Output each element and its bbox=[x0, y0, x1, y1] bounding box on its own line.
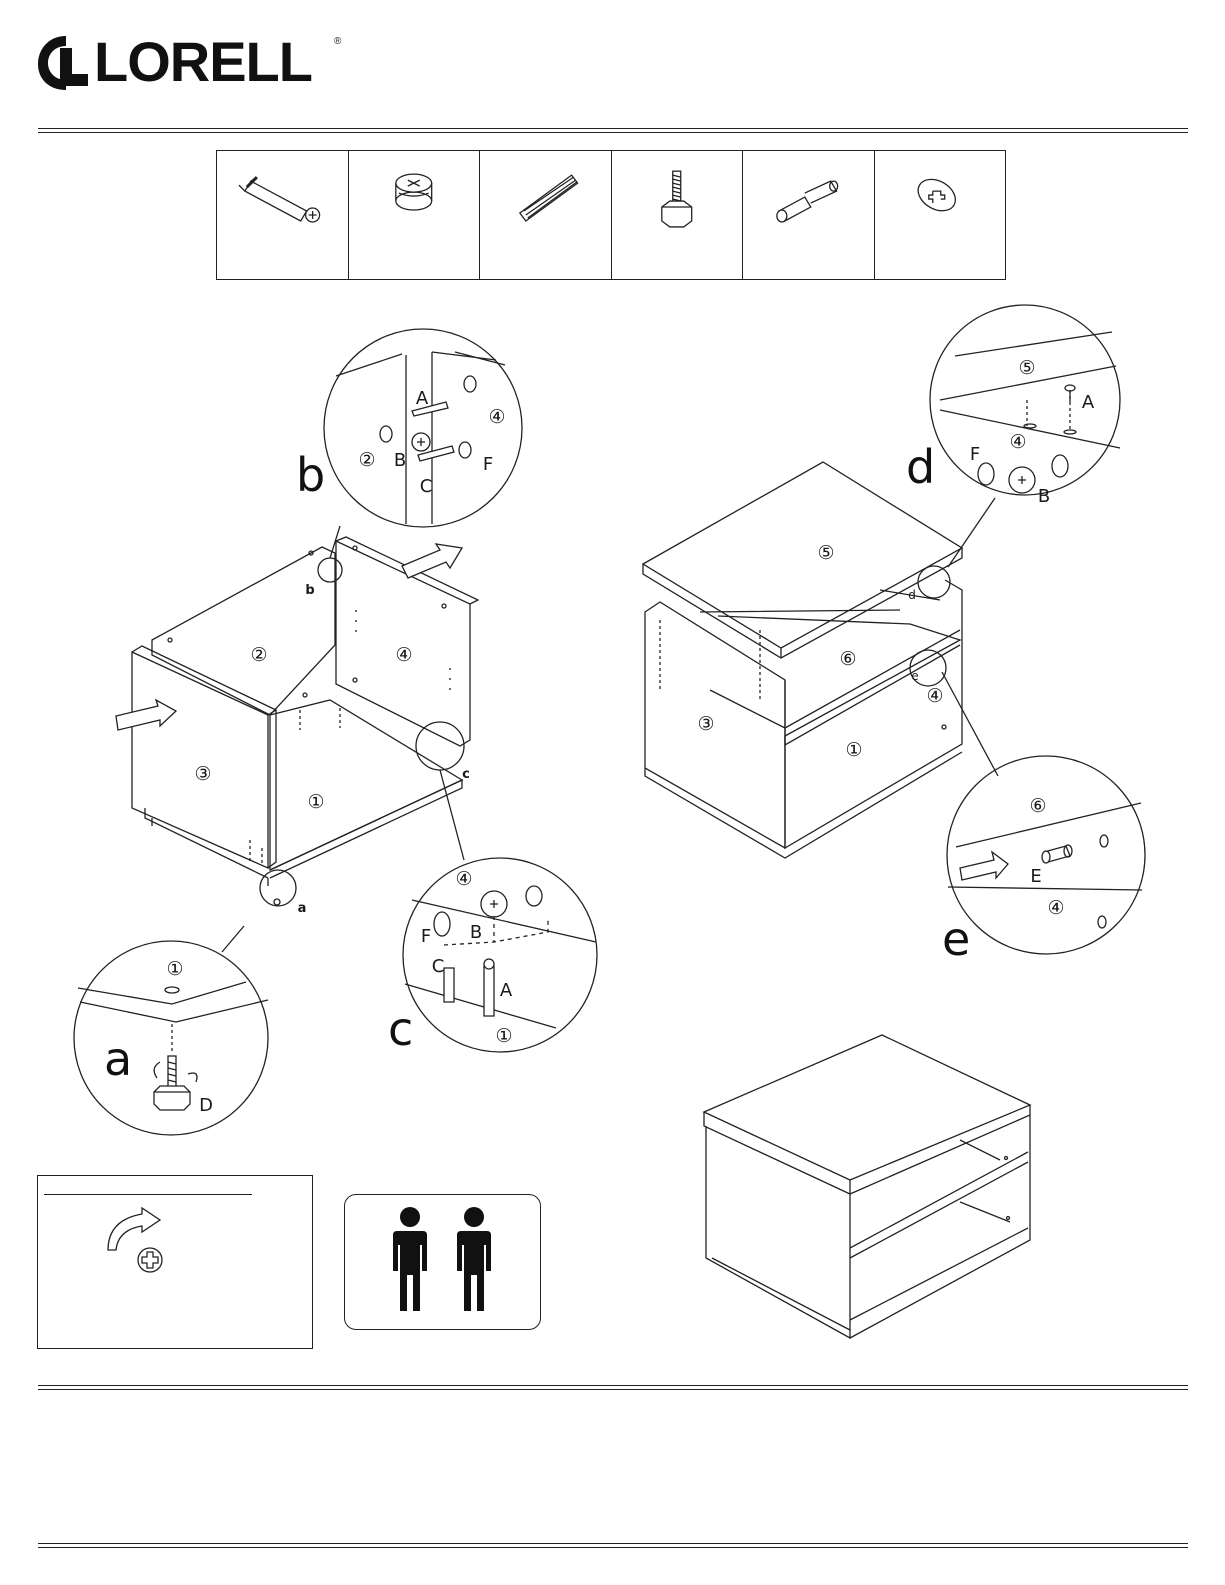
callout-mark-b: b bbox=[305, 583, 314, 598]
footer-rule-top bbox=[38, 1385, 1188, 1386]
detail-b-letter-f: F bbox=[483, 454, 493, 475]
step-label-d: d bbox=[906, 444, 935, 490]
step-label-c: c bbox=[388, 1006, 413, 1052]
detail-d-label-4: ④ bbox=[1009, 431, 1026, 453]
step-label-a: a bbox=[104, 1036, 132, 1082]
detail-c-letter-b: B bbox=[470, 922, 482, 943]
footer-rule-bottom bbox=[38, 1543, 1188, 1544]
step-label-b: b bbox=[296, 452, 325, 498]
detail-b-label-4: ④ bbox=[488, 406, 505, 428]
detail-b-letter-a: A bbox=[416, 388, 429, 409]
detail-a-letter-d: D bbox=[199, 1095, 213, 1116]
footer-rule-bottom-2 bbox=[38, 1547, 1188, 1548]
detail-a-label-1: ① bbox=[166, 958, 183, 980]
panel-label-3-right: ③ bbox=[697, 713, 714, 735]
panel-label-1-right: ① bbox=[845, 739, 862, 761]
panel-label-2: ② bbox=[250, 644, 267, 666]
detail-d-letter-a: A bbox=[1082, 392, 1095, 413]
footer-rule-top-2 bbox=[38, 1389, 1188, 1390]
tighten-instruction-box bbox=[37, 1175, 313, 1349]
detail-b-letter-b: B bbox=[394, 450, 406, 471]
callout-mark-c: c bbox=[462, 767, 470, 782]
panel-label-6-right: ⑥ bbox=[839, 648, 856, 670]
callout-mark-a: a bbox=[298, 901, 307, 916]
detail-b-letter-c: C bbox=[420, 476, 433, 497]
detail-d-letter-b: B bbox=[1038, 486, 1050, 507]
detail-e-letter-e: E bbox=[1030, 866, 1041, 887]
detail-e-label-6: ⑥ bbox=[1029, 795, 1046, 817]
two-person-assembly-icon bbox=[377, 1201, 507, 1323]
detail-c-label-4: ④ bbox=[455, 868, 472, 890]
clockwise-screwdriver-icon bbox=[98, 1200, 188, 1274]
panel-label-4: ④ bbox=[395, 644, 412, 666]
callout-mark-e: e bbox=[911, 669, 918, 683]
box-rule bbox=[44, 1194, 252, 1195]
detail-c-label-1: ① bbox=[495, 1025, 512, 1047]
two-person-box bbox=[344, 1194, 541, 1330]
detail-c-letter-c: C bbox=[432, 956, 445, 977]
detail-c-letter-a: A bbox=[500, 980, 513, 1001]
panel-label-3: ③ bbox=[194, 763, 211, 785]
step-label-e: e bbox=[942, 916, 970, 962]
detail-e-label-4: ④ bbox=[1047, 897, 1064, 919]
panel-label-4-right: ④ bbox=[926, 685, 943, 707]
panel-label-5-right: ⑤ bbox=[817, 542, 834, 564]
callout-mark-d: d bbox=[908, 588, 916, 602]
detail-c-letter-f: F bbox=[421, 926, 431, 947]
detail-b-label-2: ② bbox=[358, 449, 375, 471]
panel-label-1: ① bbox=[307, 791, 324, 813]
detail-d-label-5: ⑤ bbox=[1018, 357, 1035, 379]
detail-d-letter-f: F bbox=[970, 444, 980, 465]
